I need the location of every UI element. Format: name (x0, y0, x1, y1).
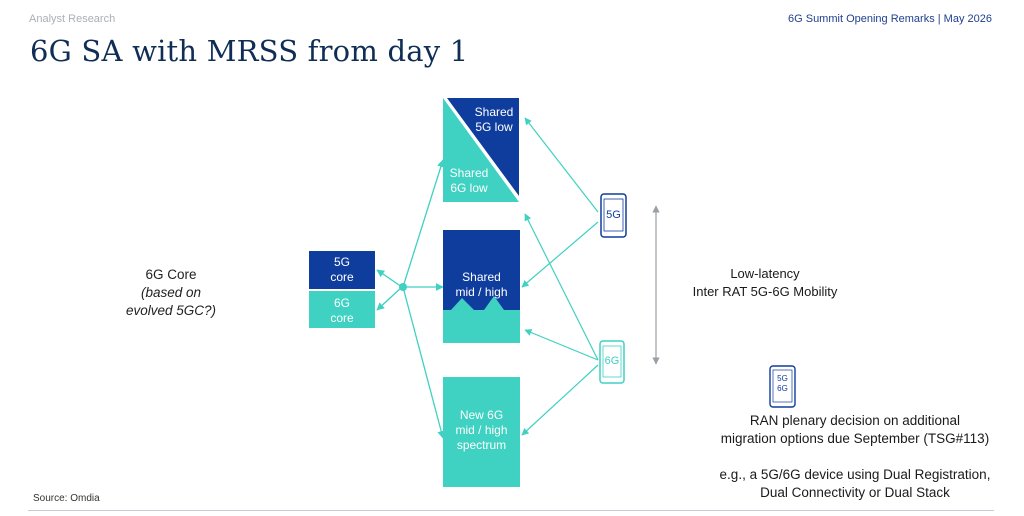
shared-6g-low-label: Shared 6G low (441, 166, 497, 196)
shared-5g-low-label: Shared 5G low (466, 105, 522, 135)
new-6g-label: New 6G mid / high spectrum (443, 408, 520, 453)
phone-dual-label: 5G 6G (770, 374, 795, 394)
shared-5g-low-line2: 5G low (475, 120, 513, 134)
core-5g-label-line1: 5G (333, 255, 350, 269)
shared-mid-high-line1: Shared (462, 270, 501, 284)
ran-decision-text: RAN plenary decision on additional migra… (690, 412, 1020, 448)
new-6g-line2: mid / high (455, 423, 508, 437)
phone-dual-top: 5G (777, 374, 788, 383)
core-6g-label-line2: core (330, 311, 354, 325)
core-label: 6G Core (based on evolved 5GC?) (96, 266, 246, 320)
shared-6g-low-block (443, 98, 519, 202)
phone-dual-bottom: 6G (777, 384, 788, 393)
shared-mid-high-label: Shared mid / high (443, 270, 520, 300)
example-line1: e.g., a 5G/6G device using Dual Registra… (719, 467, 991, 482)
device-spectrum-links (521, 117, 599, 436)
new-6g-line1: New 6G (459, 408, 504, 422)
ran-line2: migration options due September (TSG#113… (720, 431, 990, 446)
mobility-line2: Inter RAT 5G-6G Mobility (692, 284, 838, 299)
phone-5g-label: 5G (606, 209, 621, 221)
phone-5g-icon (600, 193, 627, 238)
shared-mid-high-block-top (443, 230, 520, 310)
core-5g-box (309, 251, 375, 289)
bottom-divider (28, 510, 994, 511)
hub-spectrum-connectors (402, 159, 445, 439)
mobility-label: Low-latency Inter RAT 5G-6G Mobility (660, 265, 870, 301)
core-6g-label-line1: 6G (333, 296, 350, 310)
phone-6g-icon (599, 340, 625, 384)
core-5g-label: 5G core (309, 255, 375, 285)
new-6g-block (443, 377, 520, 487)
new-6g-line3: spectrum (456, 438, 507, 452)
shared-mid-high-wave (443, 296, 520, 343)
example-text: e.g., a 5G/6G device using Dual Registra… (690, 466, 1020, 502)
core-6g-box (309, 291, 375, 328)
page-title: 6G SA with MRSS from day 1 (30, 34, 469, 68)
phone-dual-icon (769, 365, 796, 408)
shared-mid-high-line2: mid / high (455, 285, 508, 299)
mobility-line1: Low-latency (730, 266, 800, 281)
shared-6g-low-line2: 6G low (450, 181, 488, 195)
ran-line1: RAN plenary decision on additional (749, 413, 961, 428)
shared-5g-low-block (447, 98, 519, 196)
core-label-note-line2: evolved 5GC?) (125, 303, 217, 318)
core-label-title: 6G Core (145, 267, 197, 282)
core-6g-label: 6G core (309, 296, 375, 326)
core-label-note-line1: (based on (140, 285, 202, 300)
shared-5g-low-line1: Shared (474, 105, 514, 119)
phone-6g-label: 6G (604, 355, 620, 367)
example-line2: Dual Connectivity or Dual Stack (760, 485, 950, 500)
source-note: Source: Omdia (33, 493, 100, 504)
shared-6g-low-line1: Shared (449, 166, 489, 180)
core-hub-connectors (376, 269, 403, 311)
brand-label: Analyst Research (29, 13, 116, 25)
core-5g-label-line2: core (330, 270, 354, 284)
header-subtitle: 6G Summit Opening Remarks | May 2026 (788, 13, 992, 25)
